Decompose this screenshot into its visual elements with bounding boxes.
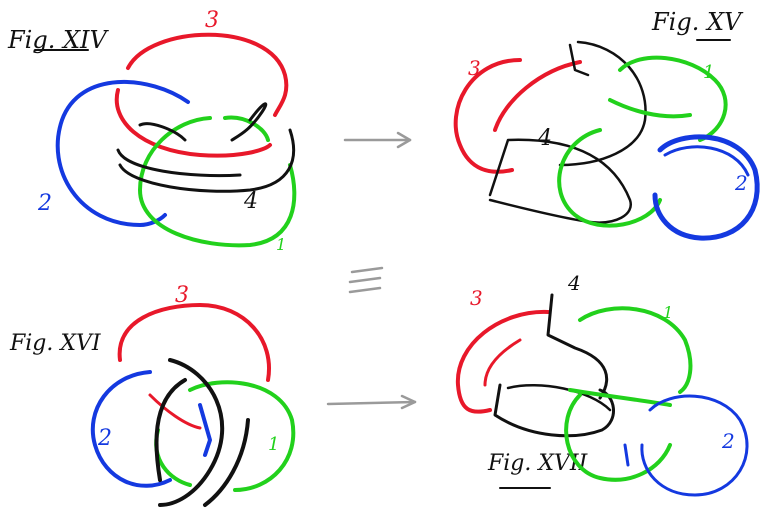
equivalence-symbol: [348, 266, 384, 294]
figure-label: Fig. XV: [651, 8, 744, 36]
black-strand: [158, 358, 225, 507]
red-strand-inner: [148, 393, 202, 430]
blue-strand: [90, 370, 172, 488]
green-strand-lower: [557, 128, 662, 228]
black-strand-edge: [568, 43, 590, 77]
transformation-arrow-top: [343, 131, 412, 149]
red-strand: [455, 309, 550, 414]
blue-strand-double: [663, 145, 750, 177]
black-strand-mid: [506, 384, 612, 412]
blue-strand: [652, 134, 760, 241]
component-number-red: 3: [175, 283, 189, 308]
red-strand-lower: [114, 88, 272, 158]
blue-strand-mark: [623, 443, 630, 467]
figure-label: Fig. XVI: [9, 331, 102, 356]
red-strand: [453, 58, 522, 174]
black-strand-left: [154, 378, 187, 482]
component-number-green: 1: [268, 434, 279, 455]
blue-strand: [640, 394, 749, 497]
red-strand-inner: [493, 60, 582, 132]
black-strand-lower: [493, 383, 615, 438]
component-number-blue: 2: [37, 191, 52, 216]
component-number-black: 4: [567, 271, 581, 295]
component-number-red: 3: [205, 8, 219, 33]
component-number-green: 1: [663, 303, 673, 322]
figure-xvii: Fig. XVII 3 4 2 1: [455, 271, 749, 497]
figure-xv: Fig. XV 3 2 4 1: [453, 8, 760, 241]
blue-strand-inner: [198, 403, 212, 457]
component-number-blue: 2: [721, 429, 735, 453]
green-strand: [188, 380, 296, 492]
red-strand: [117, 303, 271, 382]
component-number-black: 4: [537, 126, 552, 151]
red-strand: [126, 32, 289, 117]
green-strand-lower: [564, 393, 672, 482]
component-number-black: 4: [243, 189, 258, 214]
black-strand-right: [203, 418, 250, 507]
component-number-blue: 2: [734, 171, 748, 195]
transformation-arrow-bottom: [326, 394, 417, 410]
green-strand-mid: [608, 98, 692, 119]
black-strand-inner: [116, 148, 242, 178]
red-strand-inner: [483, 338, 522, 387]
component-number-green: 1: [276, 235, 286, 254]
component-number-green: 1: [703, 62, 714, 83]
figure-xvi: Fig. XVI 3 2 1: [9, 283, 296, 507]
green-strand: [618, 55, 728, 142]
green-strand: [578, 306, 693, 394]
black-strand: [118, 128, 296, 193]
green-strand: [138, 116, 297, 248]
figure-xiv: Fig. XIV 3 2 4 1: [7, 8, 297, 254]
component-number-blue: 2: [97, 426, 112, 451]
black-strand-lower: [488, 138, 632, 224]
green-strand-mid: [568, 388, 672, 407]
blue-strand: [55, 80, 190, 227]
component-number-red: 3: [470, 286, 483, 310]
black-strand-hooks: [138, 102, 268, 142]
component-number-red: 3: [468, 56, 481, 80]
